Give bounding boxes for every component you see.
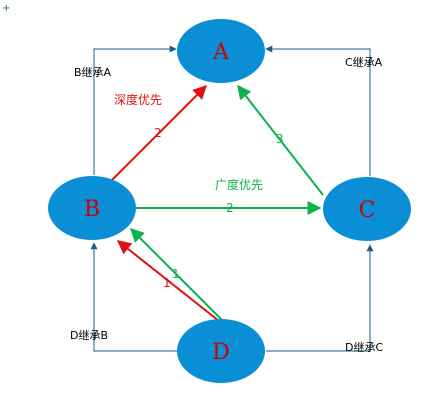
edge-num-c-to-a: 3	[276, 132, 284, 146]
node-d: D	[177, 319, 265, 383]
node-d-label: D	[212, 340, 230, 365]
caption-depth-first: 深度优先	[114, 92, 162, 107]
edge-b-to-a-depth	[110, 85, 207, 182]
node-c: C	[323, 177, 411, 241]
label-d-inherits-b: D继承B	[70, 329, 108, 342]
caption-breadth-first: 广度优先	[215, 177, 263, 192]
inherit-line-b-to-a	[93, 45, 177, 175]
corner-mark: +	[2, 3, 10, 14]
node-c-label: C	[359, 198, 376, 223]
inherit-line-d-to-b	[90, 242, 178, 352]
label-d-inherits-c: D继承C	[345, 341, 383, 354]
inherit-line-d-to-c	[266, 244, 374, 352]
edge-num-d-to-b-red: 1	[163, 276, 171, 290]
edge-num-b-to-a: 2	[154, 126, 162, 140]
edge-num-b-to-c: 2	[226, 201, 234, 215]
edge-d-to-b-breadth	[130, 228, 223, 321]
node-a: A	[177, 19, 265, 83]
edge-c-to-a-breadth	[237, 84, 324, 196]
node-b: B	[48, 176, 136, 240]
inherit-line-c-to-a	[265, 45, 371, 176]
node-a-label: A	[212, 40, 230, 65]
edge-num-d-to-b-green: 1	[172, 267, 180, 281]
label-c-inherits-a: C继承A	[345, 56, 383, 69]
edge-d-to-b-depth	[116, 240, 220, 322]
label-b-inherits-a: B继承A	[74, 66, 112, 79]
node-b-label: B	[84, 197, 100, 222]
